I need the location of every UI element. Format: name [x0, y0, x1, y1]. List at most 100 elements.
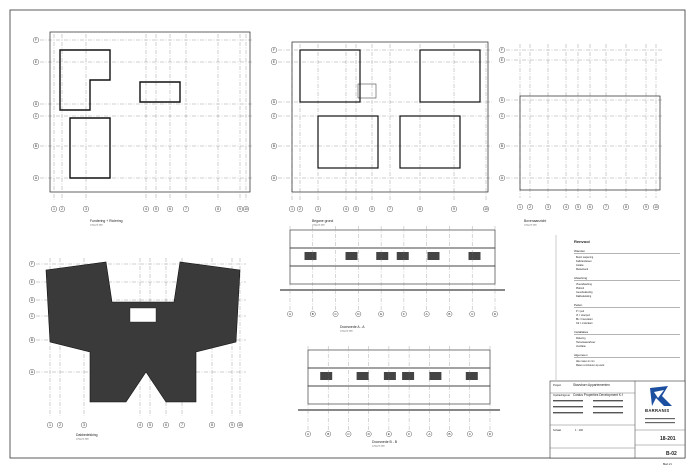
grid-label-row: D: [501, 98, 504, 102]
grid-label-col: E: [388, 432, 390, 436]
grid-label-col: 2: [61, 207, 63, 211]
grid-label-col: 10: [484, 207, 488, 211]
grid-bubble: [355, 311, 362, 317]
floor-level: [289, 247, 496, 267]
grid-bubble: [417, 205, 424, 212]
apartment-unit: [317, 115, 379, 169]
grid-bubble: [587, 203, 594, 210]
grid-bubble: [378, 311, 384, 317]
window: [429, 372, 442, 380]
outline: [519, 95, 661, 191]
client-label: Opdrachtgever: [553, 393, 570, 397]
grid-label-col: 10: [238, 423, 242, 427]
window: [427, 252, 440, 260]
legend-line: Dakbedekking: [576, 295, 592, 298]
grid-bubble: [499, 174, 506, 181]
legend-line: Plafond: [576, 287, 585, 290]
legend-line: Vloerafwerking: [576, 283, 592, 286]
grid-label-col: 8: [419, 207, 421, 211]
grid-label-col: 10: [654, 205, 658, 209]
grid-bubble: [623, 203, 630, 210]
legend-line: Ventilatie: [576, 345, 586, 348]
outline: [49, 31, 251, 193]
grid-bubble: [57, 422, 64, 429]
grid-bubble: [466, 431, 473, 437]
window: [402, 372, 415, 380]
grid-bubble: [563, 203, 570, 210]
window: [320, 372, 333, 380]
grid-label-col: 2: [59, 423, 61, 427]
drawing-title: Doorsnede B - B: [372, 440, 398, 444]
grid-label-row: C: [501, 114, 504, 118]
project-name: Stavsborn Appartementen: [573, 383, 610, 387]
window: [376, 252, 389, 260]
grid-bubble: [499, 47, 506, 54]
grid-label-col: B: [312, 312, 314, 316]
grid-label-row: F: [501, 48, 503, 52]
grid-label-row: C: [35, 114, 38, 118]
grid-label-col: 7: [181, 423, 183, 427]
window: [383, 372, 396, 380]
grid-bubble: [423, 311, 430, 317]
grid-bubble: [271, 112, 278, 119]
grid-bubble: [59, 205, 66, 212]
grid-label-row: C: [273, 114, 276, 118]
grid-label-col: 5: [149, 423, 151, 427]
grid-label-col: C: [471, 312, 474, 316]
grid-bubble: [142, 205, 149, 212]
grid-label-col: 6: [169, 207, 171, 211]
grid-bubble: [162, 422, 169, 429]
floor-level: [307, 367, 491, 387]
grid-label-row: D: [31, 298, 34, 302]
grid-label-col: F: [403, 312, 405, 316]
drawing-title: Fundering + Riolering: [90, 219, 123, 223]
legend-line: Alle maten in mm: [576, 360, 594, 363]
grid-label-col: 7: [389, 207, 391, 211]
grid-bubble: [228, 422, 235, 429]
grid-label-col: A: [289, 312, 291, 316]
grid-bubble: [136, 422, 143, 429]
grid-bubble: [236, 422, 243, 429]
grid-label-col: 6: [371, 207, 373, 211]
grid-bubble: [236, 205, 243, 212]
grid-label-row: F: [31, 262, 33, 266]
grid-label-col: 8: [625, 205, 627, 209]
grid-bubble: [33, 142, 40, 149]
grid-bubble: [451, 205, 458, 212]
drawing-scale: schaal 1:100: [90, 225, 103, 227]
grid-bubble: [51, 205, 58, 212]
grid-label-col: 5: [355, 207, 357, 211]
grid-bubble: [499, 57, 506, 64]
grid-label-col: 10: [244, 207, 248, 211]
grid-bubble: [446, 311, 453, 317]
drawing-title: Begane grond: [312, 219, 333, 223]
grid-bubble: [315, 205, 322, 212]
grid-label-col: 9: [645, 205, 647, 209]
title-block: Project Stavsborn Appartementen Opdracht…: [549, 380, 686, 466]
grid-label-col: A: [307, 432, 309, 436]
grid-bubble: [446, 431, 453, 437]
grid-bubble: [214, 205, 221, 212]
building-hatch: [45, 261, 241, 403]
window: [345, 252, 358, 260]
grid-bubble: [492, 311, 498, 317]
grid-bubble: [483, 205, 490, 212]
drawing-scale: schaal 1:100: [76, 439, 89, 441]
grid-bubble: [332, 311, 339, 317]
grid-label-col: 1: [49, 423, 51, 427]
grid-bubble: [287, 311, 293, 317]
grid-label-col: 6: [589, 205, 591, 209]
floor-level: [307, 349, 491, 369]
grid-bubble: [401, 311, 407, 317]
grid-label-row: A: [501, 176, 504, 180]
grid-label-col: 3: [547, 205, 549, 209]
title-block-row: [593, 412, 623, 414]
window: [304, 252, 317, 260]
grid-bubble: [29, 279, 36, 286]
legend-line: P = peil: [576, 310, 584, 313]
